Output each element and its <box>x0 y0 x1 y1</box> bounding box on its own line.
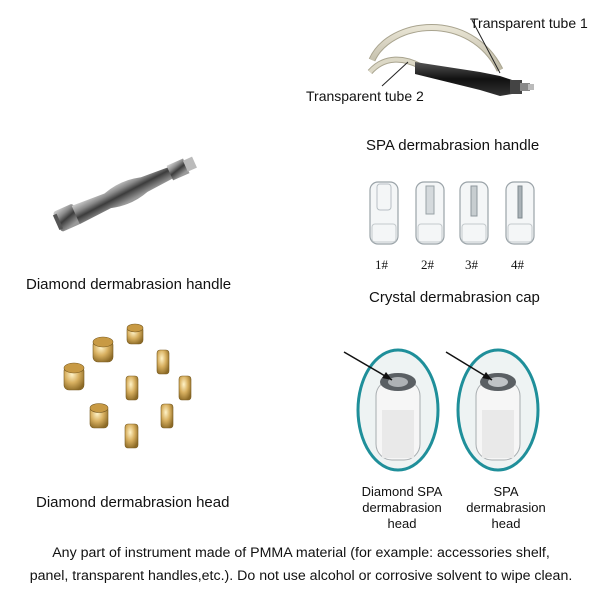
diamond-dermabrasion-handle-image <box>52 156 197 232</box>
transparent-tube-2-label: Transparent tube 2 <box>306 88 424 104</box>
diamond-spa-head-caption-line1: Diamond SPA <box>361 484 443 499</box>
crystal-cap-label: 1# <box>375 257 388 272</box>
crystal-cap-label: 3# <box>465 257 478 272</box>
cleaning-warning-note: Any part of instrument made of PMMA mate… <box>12 542 590 588</box>
crystal-cap-4-image <box>505 181 535 245</box>
crystal-cap-label: 4# <box>511 257 524 272</box>
tube-2-pointer-line <box>381 61 409 87</box>
diamond-spa-dermabrasion-head-image <box>343 348 440 472</box>
spa-dermabrasion-handle-title: SPA dermabrasion handle <box>366 137 540 154</box>
spa-dermabrasion-head-image <box>445 348 540 472</box>
note-line-2: panel, transparent handles,etc.). Do not… <box>29 568 573 584</box>
diamond-spa-head-caption-line2: dermabrasion head <box>362 500 442 531</box>
spa-head-caption-line2: dermabrasion head <box>466 500 546 531</box>
crystal-dermabrasion-cap-title: Crystal dermabrasion cap <box>369 289 540 306</box>
transparent-tube-1-label: Transparent tube 1 <box>470 15 588 31</box>
diamond-spa-head-caption: Diamond SPA dermabrasion head <box>348 484 456 532</box>
note-line-1: Any part of instrument made of PMMA mate… <box>52 545 550 561</box>
spa-head-caption-line1: SPA <box>493 484 519 499</box>
spa-dermabrasion-handle-image <box>367 24 534 96</box>
tube-1-pointer-line <box>471 19 501 74</box>
diamond-dermabrasion-head-title: Diamond dermabrasion head <box>36 494 230 511</box>
diamond-dermabrasion-heads-image <box>63 323 192 449</box>
crystal-cap-2-image <box>415 181 445 245</box>
crystal-cap-3-image <box>459 181 489 245</box>
crystal-cap-label: 2# <box>421 257 434 272</box>
spa-head-caption: SPA dermabrasion head <box>452 484 560 532</box>
diamond-dermabrasion-handle-title: Diamond dermabrasion handle <box>26 276 232 293</box>
crystal-cap-1-image <box>369 181 399 245</box>
